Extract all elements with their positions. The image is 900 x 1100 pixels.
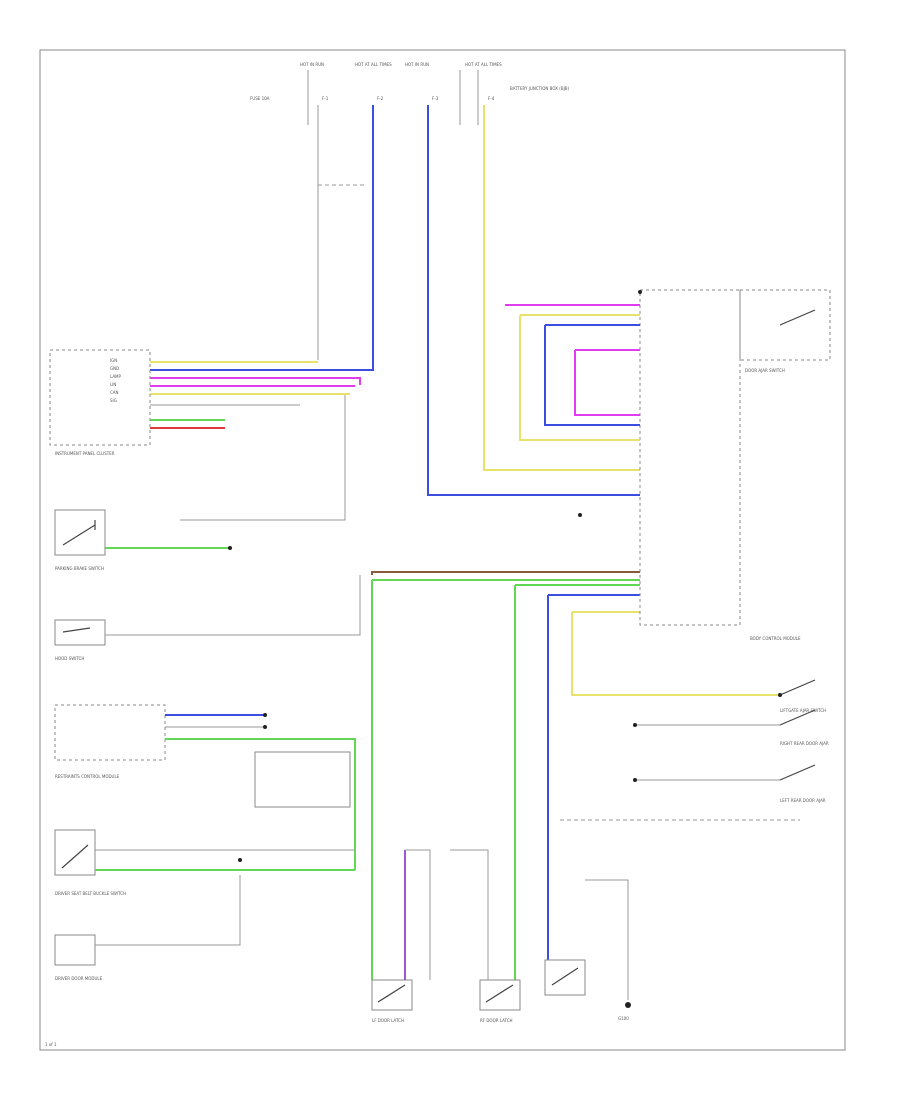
door-ajar-switch-icon: [779, 309, 816, 326]
door-module-label: DRIVER DOOR MODULE: [55, 976, 103, 981]
wire-latch-2-gray: [450, 849, 489, 980]
wire-yellow-bus: [571, 611, 780, 696]
battery-junction-label: BATTERY JUNCTION BOX (BJB): [510, 86, 569, 91]
fuse-block-2-label: HOT AT ALL TIMES: [355, 62, 392, 67]
fuse-2-label: F-2: [377, 96, 384, 101]
fuse-block-1-label: HOT IN RUN: [300, 62, 324, 67]
wire-blue-bus: [547, 594, 640, 960]
fuse-1-label: F-1: [322, 96, 329, 101]
latch-switch-1-icon: [377, 984, 406, 1003]
cluster-pin-2: GND: [110, 366, 119, 371]
liftgate-label: LIFTGATE AJAR SWITCH: [780, 708, 826, 713]
wire-latch-1-gray: [405, 849, 431, 980]
cluster-pin-1: IGN: [110, 358, 117, 363]
latch-switch-2-box: [479, 979, 521, 1011]
splice-dot-2: [263, 713, 267, 717]
hood-switch-label: HOOD SWITCH: [55, 656, 84, 661]
cluster-pin-5: CAN: [110, 390, 119, 395]
wire-door-ajar-yellow: [519, 314, 640, 441]
wire-green-bus: [371, 579, 640, 980]
restraints-label: RESTRAINTS CONTROL MODULE: [55, 774, 120, 779]
ground-1-icon: [625, 1002, 631, 1008]
wire-door-ajar-blue: [544, 324, 640, 426]
fuse-3-label: F-3: [432, 96, 439, 101]
instrument-cluster-box: [49, 349, 151, 446]
cluster-pin-6: SIG: [110, 398, 117, 403]
fuse-block-4-label: HOT AT ALL TIMES: [465, 62, 502, 67]
wire-hood-switch: [105, 575, 361, 636]
splice-dot-9: [778, 693, 782, 697]
sheet-number: 1 of 1: [45, 1042, 57, 1047]
left-rear-label: LEFT REAR DOOR AJAR: [780, 798, 826, 803]
door-ajar-label: DOOR AJAR SWITCH: [745, 368, 785, 373]
right-rear-label: RIGHT REAR DOOR AJAR: [780, 741, 829, 746]
fuse-block-3-label: HOT IN RUN: [405, 62, 429, 67]
liftgate-switch-icon: [779, 679, 816, 696]
splice-dot-8: [633, 778, 637, 782]
restraints-module-box: [54, 704, 166, 761]
wire-fuse-3-blue: [427, 105, 640, 496]
latch-switch-2-icon: [485, 984, 514, 1003]
door-ajar-switch-box: [739, 289, 831, 361]
wire-door-module: [95, 875, 241, 946]
parking-brake-switch-box: [54, 509, 106, 556]
cluster-pin-4: LIN: [110, 382, 116, 387]
occupant-module-box: [254, 751, 351, 808]
latch-switch-1-box: [371, 979, 413, 1011]
seatbelt-switch-box: [54, 829, 96, 876]
wire-cluster-gray: [150, 395, 346, 521]
parking-brake-label: PARKING BRAKE SWITCH: [55, 566, 104, 571]
latch-module-box: [544, 959, 586, 996]
left-rear-switch-icon: [779, 764, 816, 781]
wire-cluster-magenta-1: [150, 377, 361, 385]
wire-brown-bus: [371, 571, 640, 575]
diagram-frame: [39, 49, 846, 1051]
fuse-4-label: F-4: [488, 96, 495, 101]
splice-dot-5: [638, 290, 642, 294]
wire-fuse-4: [483, 105, 640, 471]
right-rear-switch-icon: [779, 709, 816, 726]
hood-switch-icon: [62, 627, 91, 633]
latch-switch-2-label: RF DOOR LATCH: [480, 1018, 513, 1023]
latch-switch-1-label: LF DOOR LATCH: [372, 1018, 404, 1023]
ground-1-label: G100: [618, 1016, 629, 1021]
seatbelt-label: DRIVER SEAT BELT BUCKLE SWITCH: [55, 891, 126, 896]
bcm-label: BODY CONTROL MODULE: [750, 636, 801, 641]
splice-dot-4: [238, 858, 242, 862]
splice-dot-6: [578, 513, 582, 517]
parking-brake-switch-icon: [62, 520, 96, 546]
splice-dot-7: [633, 723, 637, 727]
cluster-label: INSTRUMENT PANEL CLUSTER: [55, 451, 115, 456]
splice-dot-3: [263, 725, 267, 729]
wire-fuse-2-blue: [150, 105, 374, 371]
latch-module-icon: [551, 967, 579, 986]
bcm-box: [639, 289, 741, 626]
wire-door-ajar-magenta-2: [574, 349, 640, 416]
hood-switch-box: [54, 619, 106, 646]
wire-green-bus-2: [514, 584, 640, 980]
wire-latch-module: [585, 879, 629, 1000]
door-module-box: [54, 934, 96, 966]
splice-dot-1: [228, 546, 232, 550]
seatbelt-switch-icon: [61, 844, 89, 869]
fuse-1-note: FUSE 10A: [250, 96, 270, 101]
cluster-pin-3: LAMP: [110, 374, 122, 379]
wire-restraints-green: [165, 738, 356, 870]
